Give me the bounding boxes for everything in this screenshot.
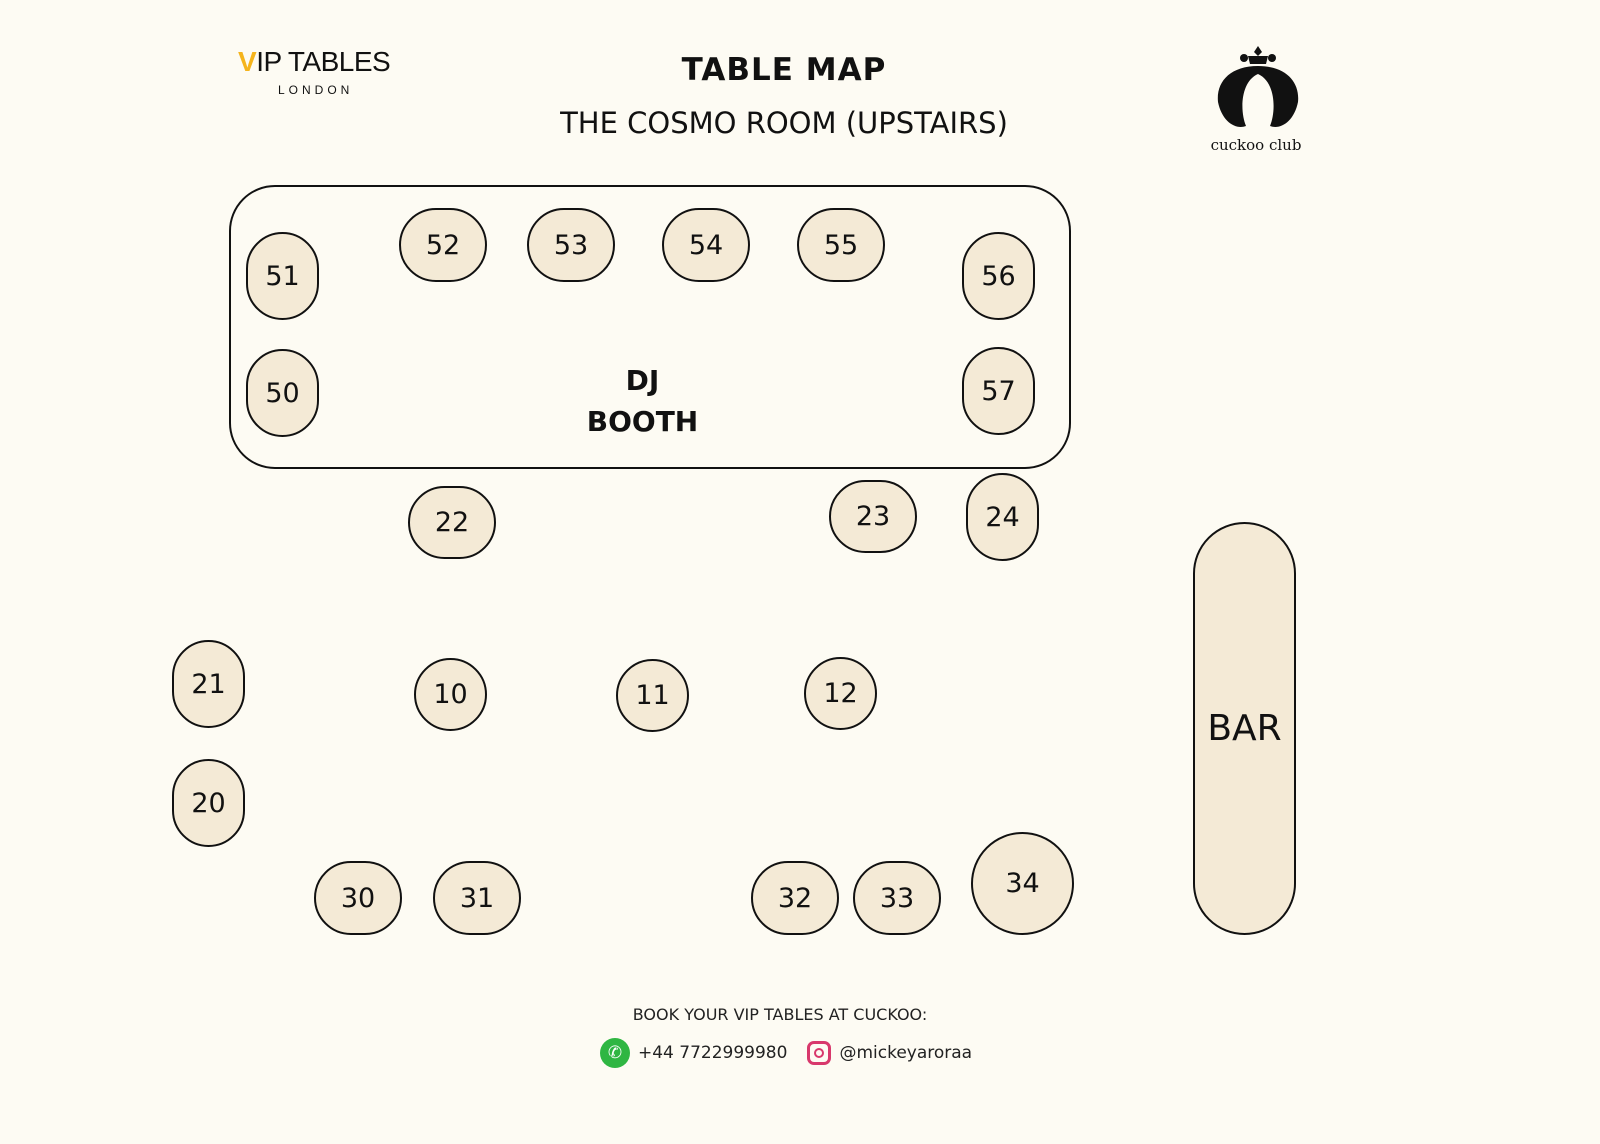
- room-subtitle: THE COSMO ROOM (UPSTAIRS): [560, 106, 1008, 140]
- phone-number[interactable]: +44 7722999980: [638, 1043, 788, 1063]
- table-24[interactable]: 24: [966, 473, 1039, 561]
- booking-cta: BOOK YOUR VIP TABLES AT CUCKOO:: [632, 1005, 928, 1024]
- table-51[interactable]: 51: [246, 232, 319, 320]
- table-50[interactable]: 50: [246, 349, 319, 437]
- table-30[interactable]: 30: [314, 861, 402, 935]
- logo-subtitle: LONDON: [278, 83, 354, 97]
- bar: BAR: [1193, 522, 1296, 935]
- logo-v: V: [238, 46, 257, 77]
- whatsapp-icon: ✆: [600, 1038, 630, 1068]
- table-20[interactable]: 20: [172, 759, 245, 847]
- table-10[interactable]: 10: [414, 658, 487, 731]
- table-32[interactable]: 32: [751, 861, 839, 935]
- table-55[interactable]: 55: [797, 208, 885, 282]
- table-52[interactable]: 52: [399, 208, 487, 282]
- dj-booth-label: DJ BOOTH: [560, 360, 725, 442]
- page-title: TABLE MAP: [681, 52, 887, 88]
- logo-text: IP TABLES: [256, 46, 391, 77]
- booth-label: BOOTH: [586, 405, 699, 438]
- cuckoo-club-logo-icon: [1217, 46, 1299, 127]
- table-34[interactable]: 34: [971, 832, 1074, 935]
- table-56[interactable]: 56: [962, 232, 1035, 320]
- cuckoo-club-logo-text: cuckoo club: [1210, 136, 1302, 154]
- table-57[interactable]: 57: [962, 347, 1035, 435]
- table-11[interactable]: 11: [616, 659, 689, 732]
- table-12[interactable]: 12: [804, 657, 877, 730]
- instagram-icon: [807, 1041, 832, 1065]
- table-22[interactable]: 22: [408, 486, 496, 559]
- table-53[interactable]: 53: [527, 208, 615, 282]
- dj-booth-area: [229, 185, 1071, 469]
- table-23[interactable]: 23: [829, 480, 917, 553]
- table-54[interactable]: 54: [662, 208, 750, 282]
- dj-label: DJ: [625, 364, 660, 397]
- contact-row: ✆ +44 7722999980 @mickeyaroraa: [600, 1038, 972, 1068]
- table-31[interactable]: 31: [433, 861, 521, 935]
- table-33[interactable]: 33: [853, 861, 941, 935]
- table-21[interactable]: 21: [172, 640, 245, 728]
- vip-tables-logo: VIP TABLES: [238, 46, 391, 78]
- instagram-handle[interactable]: @mickeyaroraa: [839, 1043, 973, 1063]
